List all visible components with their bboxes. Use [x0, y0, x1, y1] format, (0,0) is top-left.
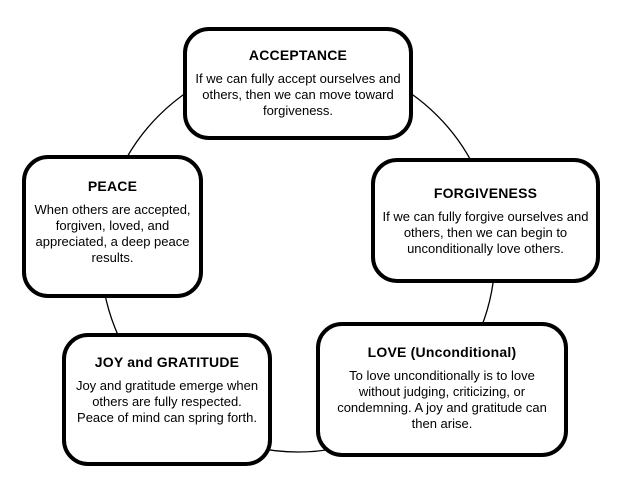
node-love-title: LOVE (Unconditional): [367, 344, 517, 360]
node-joy-title: JOY and GRATITUDE: [94, 354, 240, 370]
node-forgiveness-title: FORGIVENESS: [433, 185, 538, 201]
node-peace: PEACE When others are accepted, forgiven…: [22, 155, 203, 298]
node-peace-body: When others are accepted, forgiven, love…: [34, 202, 191, 265]
node-joy-and-gratitude: JOY and GRATITUDE Joy and gratitude emer…: [62, 333, 272, 466]
node-forgiveness: FORGIVENESS If we can fully forgive ours…: [371, 158, 600, 283]
node-joy-body: Joy and gratitude emerge when others are…: [75, 378, 259, 425]
node-acceptance: ACCEPTANCE If we can fully accept oursel…: [183, 27, 413, 140]
node-acceptance-body: If we can fully accept ourselves and oth…: [195, 71, 401, 118]
node-love-body: To love unconditionally is to love witho…: [337, 368, 547, 431]
node-love-unconditional: LOVE (Unconditional) To love uncondition…: [316, 322, 568, 457]
node-peace-title: PEACE: [87, 178, 138, 194]
node-acceptance-title: ACCEPTANCE: [248, 47, 348, 63]
node-forgiveness-body: If we can fully forgive ourselves and ot…: [382, 209, 589, 256]
